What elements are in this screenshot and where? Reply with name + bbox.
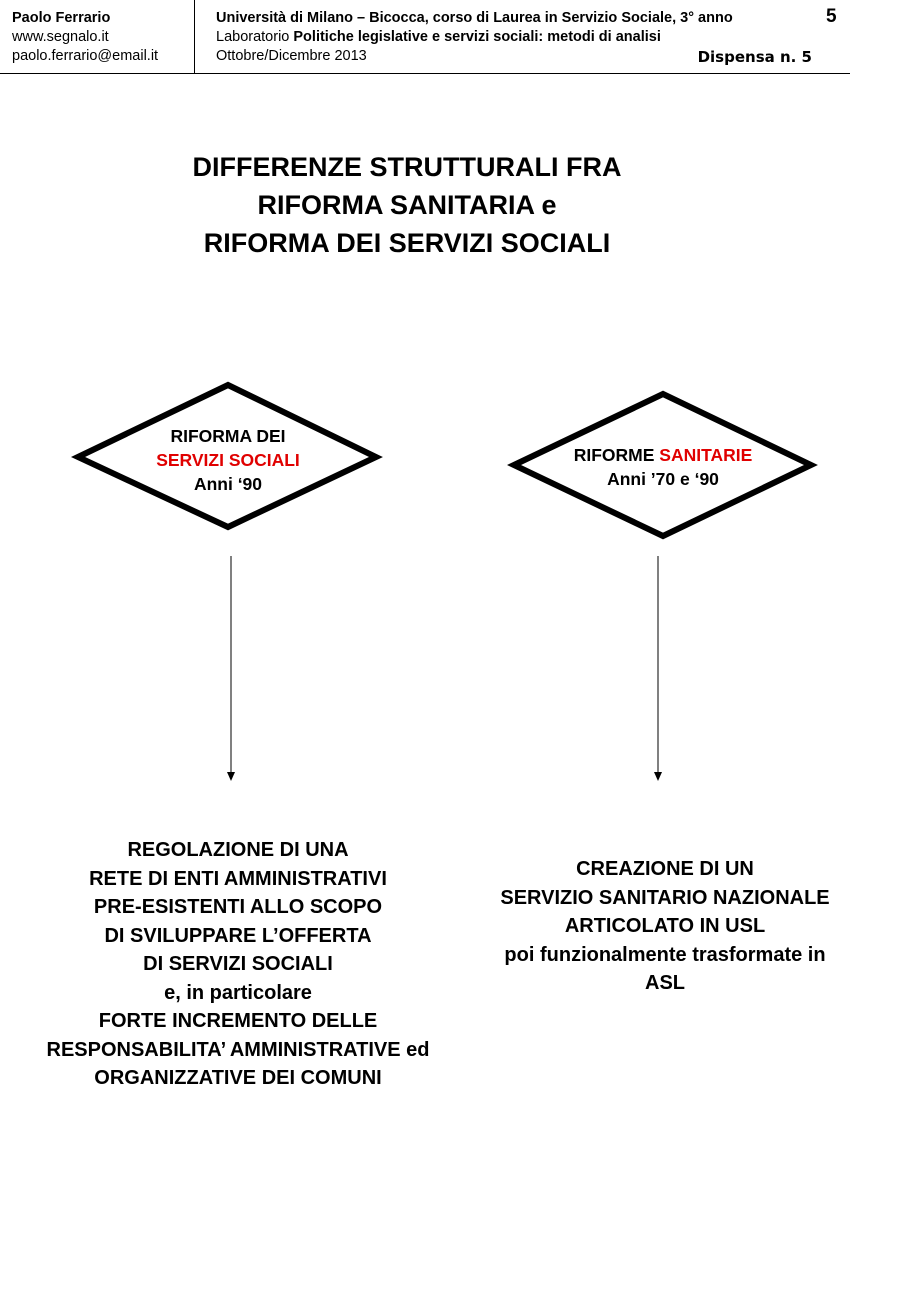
title-line: RIFORMA SANITARIA e xyxy=(257,190,557,220)
text-line: e, in particolare xyxy=(164,981,312,1004)
text-line: ASL xyxy=(645,972,685,994)
title-line: DIFFERENZE STRUTTURALI FRA xyxy=(192,152,622,182)
diamond-right-label: RIFORME SANITARIE Anni ’70 e ‘90 xyxy=(543,443,783,491)
right-outcome-text: CREAZIONE DI UN SERVIZIO SANITARIO NAZIO… xyxy=(455,855,875,998)
title-line: RIFORMA DEI SERVIZI SOCIALI xyxy=(203,228,611,258)
text-line: ORGANIZZATIVE DEI COMUNI xyxy=(94,1067,382,1089)
arrowhead-right xyxy=(654,772,662,781)
handout-number: Dispensa n. 5 xyxy=(697,48,812,66)
arrowhead-left xyxy=(227,772,235,781)
lab-line: Laboratorio Politiche legislative e serv… xyxy=(216,28,816,47)
page-number: 5 xyxy=(826,6,837,27)
course-info: Università di Milano – Bicocca, corso di… xyxy=(216,9,816,66)
period: Ottobre/Dicembre 2013 xyxy=(216,48,367,64)
diamond-right xyxy=(507,390,818,540)
diamond-text: Anni ‘90 xyxy=(193,474,263,494)
diamond-text-prefix: RIFORME xyxy=(573,445,660,465)
diamond-text-highlight: SERVIZI SOCIALI xyxy=(156,450,300,470)
diamond-left xyxy=(70,381,383,531)
text-line: PRE-ESISTENTI ALLO SCOPO xyxy=(93,896,383,918)
text-line: SERVIZIO SANITARIO NAZIONALE xyxy=(500,886,830,909)
diamond-text-highlight: SANITARIE xyxy=(659,445,753,465)
text-line: FORTE INCREMENTO DELLE xyxy=(98,1010,378,1032)
lab-title: Politiche legislative e servizi sociali:… xyxy=(293,29,661,45)
text-line: RETE DI ENTI AMMINISTRATIVI xyxy=(89,867,387,890)
email-link[interactable]: paolo.ferrario@email.it xyxy=(12,48,159,64)
header-divider xyxy=(0,73,850,74)
diamond-text: RIFORME SANITARIE xyxy=(543,443,783,467)
text-line: REGOLAZIONE DI UNA xyxy=(127,839,349,861)
header-divider-vertical xyxy=(194,0,195,73)
page-title: DIFFERENZE STRUTTURALI FRA RIFORMA SANIT… xyxy=(107,148,707,262)
text-line: ARTICOLATO IN USL xyxy=(564,915,766,937)
text-line: CREAZIONE DI UN xyxy=(576,858,754,880)
left-outcome-text: REGOLAZIONE DI UNA RETE DI ENTI AMMINIST… xyxy=(0,836,476,1093)
author-info: Paolo Ferrario www.segnalo.it paolo.ferr… xyxy=(12,9,158,66)
website-link[interactable]: www.segnalo.it xyxy=(12,29,109,45)
diamond-left-label: RIFORMA DEI SERVIZI SOCIALI Anni ‘90 xyxy=(128,424,328,496)
course-line: Università di Milano – Bicocca, corso di… xyxy=(216,10,733,26)
author-name: Paolo Ferrario xyxy=(12,10,111,26)
text-line: DI SVILUPPARE L’OFFERTA xyxy=(104,924,372,947)
text-line: poi funzionalmente trasformate in xyxy=(504,943,826,966)
diamond-text: Anni ’70 e ‘90 xyxy=(607,469,719,489)
text-line: DI SERVIZI SOCIALI xyxy=(143,953,333,975)
diamond-text: RIFORMA DEI xyxy=(170,426,286,446)
text-line: RESPONSABILITA’ AMMINISTRATIVE ed xyxy=(46,1038,430,1061)
lab-prefix: Laboratorio xyxy=(216,29,294,45)
